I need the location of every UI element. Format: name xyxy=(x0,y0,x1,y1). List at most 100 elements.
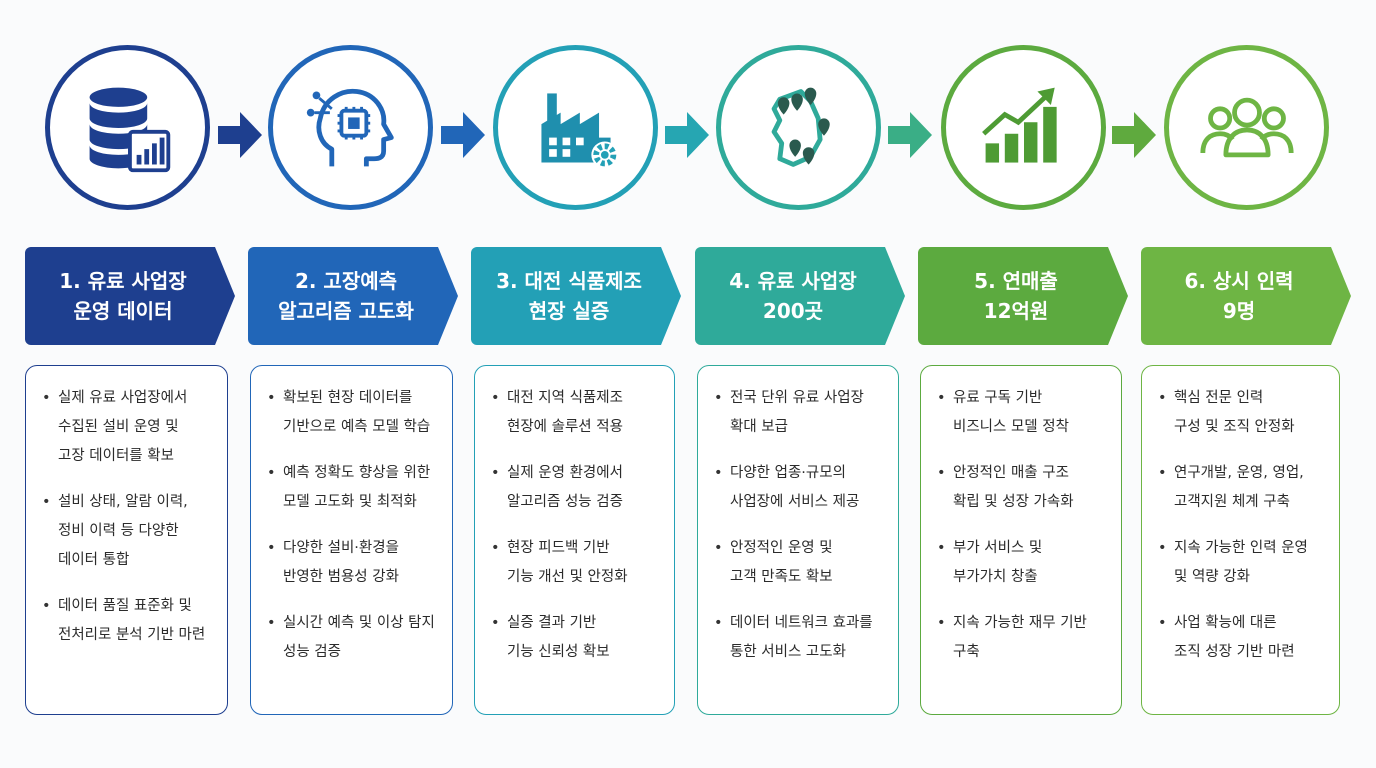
bullet-line: 고객지원 체계 구축 xyxy=(1174,494,1290,510)
step-5-title-line-1: 5. 연매출 xyxy=(974,269,1058,293)
ai-brain-chip-icon xyxy=(306,88,394,166)
bullet-line: 예측 정확도 향상을 위한 xyxy=(283,465,431,481)
step-1-title-line-2: 운영 데이터 xyxy=(73,299,173,323)
bullet-line: 성능 검증 xyxy=(283,644,341,660)
bullet-line: 확립 및 성장 가속화 xyxy=(953,494,1074,510)
step-6-title-line-2: 9명 xyxy=(1222,299,1256,323)
step-1-banner: 1. 유료 사업장 운영 데이터 xyxy=(25,247,235,345)
step-2-card: 확보된 현장 데이터를 기반으로 예측 모델 학습 예측 정확도 향상을 위한 … xyxy=(250,365,453,715)
step-3-circle xyxy=(493,45,658,210)
list-item: 안정적인 매출 구조 확립 및 성장 가속화 xyxy=(937,459,1113,517)
bullet-line: 전국 단위 유료 사업장 xyxy=(730,390,864,406)
step-4-title-line-2: 200곳 xyxy=(762,299,824,323)
flow-arrow-icon xyxy=(888,112,932,158)
flow-arrow-icon xyxy=(441,112,485,158)
step-4-title-line-1: 4. 유료 사업장 xyxy=(729,269,857,293)
list-item: 예측 정확도 향상을 위한 모델 고도화 및 최적화 xyxy=(267,459,444,517)
list-item: 데이터 네트워크 효과를 통한 서비스 고도화 xyxy=(714,609,890,667)
step-3-title-line-1: 3. 대전 식품제조 xyxy=(496,269,642,293)
step-2-banner: 2. 고장예측 알고리즘 고도화 xyxy=(248,247,458,345)
bullet-line: 안정적인 운영 및 xyxy=(730,540,833,556)
bullet-line: 통한 서비스 고도화 xyxy=(730,644,846,660)
bullet-line: 부가가치 창출 xyxy=(953,569,1038,585)
bullet-line: 데이터 통합 xyxy=(58,552,130,568)
list-item: 지속 가능한 인력 운영 및 역량 강화 xyxy=(1158,534,1331,592)
list-item: 핵심 전문 인력 구성 및 조직 안정화 xyxy=(1158,384,1331,442)
step-2-title-line-2: 알고리즘 고도화 xyxy=(278,299,414,323)
step-6-card: 핵심 전문 인력 구성 및 조직 안정화 연구개발, 운영, 영업, 고객지원 … xyxy=(1141,365,1340,715)
step-1-title-line-1: 1. 유료 사업장 xyxy=(59,269,187,293)
bullet-line: 안정적인 매출 구조 xyxy=(953,465,1069,481)
step-1-circle xyxy=(45,45,210,210)
bullet-line: 정비 이력 등 다양한 xyxy=(58,523,179,539)
step-6-title-line-1: 6. 상시 인력 xyxy=(1184,269,1294,293)
step-5-circle xyxy=(941,45,1106,210)
bullet-line: 다양한 업종·규모의 xyxy=(730,465,846,481)
step-3-banner: 3. 대전 식품제조 현장 실증 xyxy=(471,247,681,345)
bullet-line: 고장 데이터를 확보 xyxy=(58,448,174,464)
step-2-circle xyxy=(268,45,433,210)
list-item: 현장 피드백 기반 기능 개선 및 안정화 xyxy=(491,534,666,592)
bullet-line: 모델 고도화 및 최적화 xyxy=(283,494,417,510)
list-item: 유료 구독 기반 비즈니스 모델 정착 xyxy=(937,384,1113,442)
list-item: 연구개발, 운영, 영업, 고객지원 체계 구축 xyxy=(1158,459,1331,517)
bullet-line: 전처리로 분석 기반 마련 xyxy=(58,627,206,643)
bullet-line: 부가 서비스 및 xyxy=(953,540,1043,556)
growth-chart-icon xyxy=(981,87,1057,163)
list-item: 부가 서비스 및 부가가치 창출 xyxy=(937,534,1113,592)
step-4-card: 전국 단위 유료 사업장 확대 보급 다양한 업종·규모의 사업장에 서비스 제… xyxy=(697,365,899,715)
bullet-line: 설비 상태, 알람 이력, xyxy=(58,494,188,510)
bullet-line: 핵심 전문 인력 xyxy=(1174,390,1264,406)
bullet-line: 기반으로 예측 모델 학습 xyxy=(283,419,431,435)
bullet-line: 알고리즘 성능 검증 xyxy=(507,494,623,510)
step-6-circle xyxy=(1164,45,1329,210)
korea-map-pins-icon xyxy=(771,87,830,167)
bullet-line: 현장에 솔루션 적용 xyxy=(507,419,623,435)
flow-arrow-icon xyxy=(218,112,262,158)
list-item: 데이터 품질 표준화 및 전처리로 분석 기반 마련 xyxy=(42,592,219,650)
bullet-line: 사업 확능에 대른 xyxy=(1174,615,1277,631)
list-item: 지속 가능한 재무 기반 구축 xyxy=(937,609,1113,667)
step-3-title-line-2: 현장 실증 xyxy=(528,299,610,323)
bullet-line: 지속 가능한 인력 운영 xyxy=(1174,540,1308,556)
list-item: 실시간 예측 및 이상 탐지 성능 검증 xyxy=(267,609,444,667)
bullet-line: 비즈니스 모델 정착 xyxy=(953,419,1069,435)
bullet-line: 고객 만족도 확보 xyxy=(730,569,833,585)
bullet-line: 기능 신뢰성 확보 xyxy=(507,644,610,660)
step-4-banner: 4. 유료 사업장 200곳 xyxy=(695,247,905,345)
step-5-card: 유료 구독 기반 비즈니스 모델 정착 안정적인 매출 구조 확립 및 성장 가… xyxy=(920,365,1122,715)
list-item: 대전 지역 식품제조 현장에 솔루션 적용 xyxy=(491,384,666,442)
database-chart-icon xyxy=(89,87,170,172)
factory-gear-icon xyxy=(540,92,618,168)
list-item: 확보된 현장 데이터를 기반으로 예측 모델 학습 xyxy=(267,384,444,442)
list-item: 다양한 업종·규모의 사업장에 서비스 제공 xyxy=(714,459,890,517)
bullet-line: 현장 피드백 기반 xyxy=(507,540,610,556)
step-6-banner: 6. 상시 인력 9명 xyxy=(1141,247,1351,345)
bullet-line: 실제 운영 환경에서 xyxy=(507,465,623,481)
bullet-line: 데이터 품질 표준화 및 xyxy=(58,598,192,614)
list-item: 실제 운영 환경에서 알고리즘 성능 검증 xyxy=(491,459,666,517)
bullet-line: 구성 및 조직 안정화 xyxy=(1174,419,1295,435)
bullet-line: 사업장에 서비스 제공 xyxy=(730,494,860,510)
list-item: 사업 확능에 대른 조직 성장 기반 마련 xyxy=(1158,609,1331,667)
step-3-card: 대전 지역 식품제조 현장에 솔루션 적용 실제 운영 환경에서 알고리즘 성능… xyxy=(474,365,675,715)
bullet-line: 지속 가능한 재무 기반 xyxy=(953,615,1087,631)
flow-arrow-icon xyxy=(665,112,709,158)
bullet-line: 연구개발, 운영, 영업, xyxy=(1174,465,1304,481)
step-4-circle xyxy=(716,45,881,210)
step-1-card: 실제 유료 사업장에서 수집된 설비 운영 및 고장 데이터를 확보 설비 상태… xyxy=(25,365,228,715)
bullet-line: 대전 지역 식품제조 xyxy=(507,390,623,406)
flow-arrow-icon xyxy=(1112,112,1156,158)
list-item: 다양한 설비·환경을 반영한 범용성 강화 xyxy=(267,534,444,592)
bullet-line: 수집된 설비 운영 및 xyxy=(58,419,179,435)
bullet-line: 구축 xyxy=(953,644,980,660)
bullet-line: 반영한 범용성 강화 xyxy=(283,569,399,585)
step-2-title-line-1: 2. 고장예측 xyxy=(294,269,398,293)
list-item: 실제 유료 사업장에서 수집된 설비 운영 및 고장 데이터를 확보 xyxy=(42,384,219,471)
bullet-line: 다양한 설비·환경을 xyxy=(283,540,399,556)
bullet-line: 실증 결과 기반 xyxy=(507,615,597,631)
team-people-icon xyxy=(1199,97,1294,157)
bullet-line: 데이터 네트워크 효과를 xyxy=(730,615,873,631)
step-5-banner: 5. 연매출 12억원 xyxy=(918,247,1128,345)
bullet-line: 조직 성장 기반 마련 xyxy=(1174,644,1295,660)
